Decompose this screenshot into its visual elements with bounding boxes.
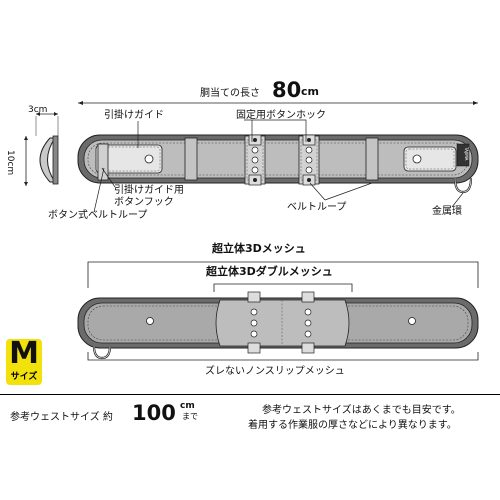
hook-guide-label: 引掛けガイド	[104, 110, 164, 121]
guide-button-hook-label-2: ボタンフック	[114, 197, 174, 208]
waist-size-unit: cm	[180, 401, 195, 411]
leader-lines	[93, 119, 464, 213]
note-line-1: 参考ウェストサイズはあくまでも目安です。	[262, 405, 461, 416]
super-3d-double-mesh-title: 超立体3Dダブルメッシュ	[206, 265, 333, 278]
side-profile	[24, 112, 59, 186]
back-holes	[146, 317, 416, 325]
belt-loop-right	[365, 137, 379, 181]
size-word: サイズ	[10, 372, 38, 382]
double-mesh-panel	[215, 291, 350, 354]
back-metal-ring	[92, 345, 112, 360]
guide-button-hook-label-1: 引掛けガイド用	[114, 185, 184, 196]
super-3d-mesh-title: 超立体3Dメッシュ	[212, 242, 306, 255]
belt-loop-label: ベルトループ	[287, 202, 347, 213]
button-belt-loop-label: ボタン式ベルトループ	[48, 210, 148, 221]
length-arrow	[78, 101, 478, 105]
fixing-hook-label: 固定用ボタンホック	[236, 110, 326, 121]
height-label: 10cm	[5, 150, 15, 176]
length-value: 80	[272, 78, 302, 102]
divider	[0, 394, 500, 395]
length-unit: cm	[301, 85, 319, 98]
hook-guide-right	[403, 146, 457, 172]
metal-ring-label: 金属環	[432, 206, 462, 217]
metal-ring	[453, 177, 473, 194]
fixing-hook-right	[298, 134, 320, 186]
waist-size-label: 参考ウェストサイズ 約	[10, 412, 113, 423]
waist-size-suffix: まで	[182, 412, 198, 421]
hook-guide-left	[95, 143, 163, 181]
note-line-2: 着用する作業服の厚さなどにより異なります。	[248, 420, 457, 431]
brand-tag	[456, 143, 470, 167]
size-badge	[6, 339, 42, 385]
depth-label: 3cm	[28, 105, 48, 115]
size-letter: M	[9, 336, 39, 371]
mesh-brackets	[87, 261, 479, 361]
fixing-hook-left	[244, 134, 266, 186]
nonslip-mesh-label: ズレないノンスリップメッシュ	[205, 366, 345, 377]
belt-loop-left	[184, 137, 198, 181]
brand-mark: TAJIMA	[464, 147, 469, 161]
waist-size-value: 100	[132, 401, 176, 425]
length-label: 胴当ての長さ	[200, 88, 260, 99]
